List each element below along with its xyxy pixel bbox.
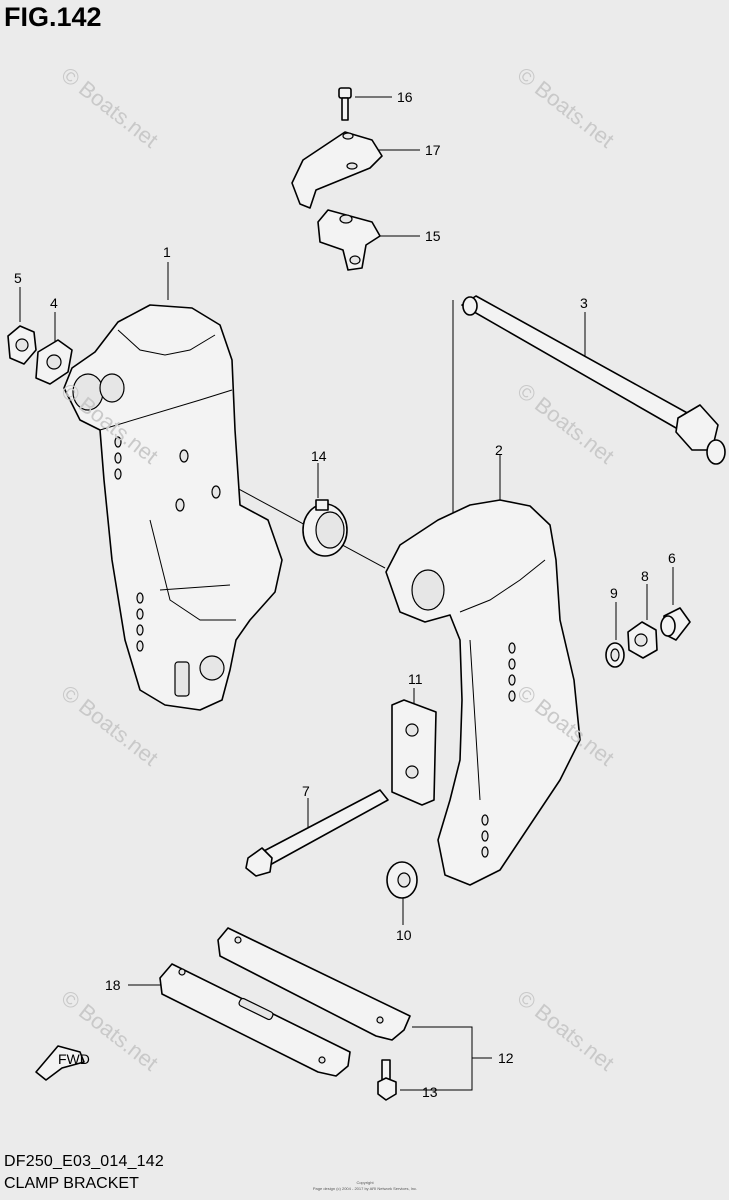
part-12-plates	[217, 927, 411, 1041]
part-7-bolt	[245, 789, 389, 877]
part-3-tilt-pin	[461, 295, 726, 465]
adjust-holes-1	[114, 436, 144, 652]
figure-code: DF250_E03_014_142	[4, 1153, 164, 1170]
callout-1: 1	[163, 244, 171, 260]
callout-5: 5	[14, 270, 22, 286]
figure-name: CLAMP BRACKET	[4, 1175, 139, 1192]
callout-18: 18	[105, 977, 121, 993]
callout-10: 10	[396, 927, 412, 943]
callout-6: 6	[668, 550, 676, 566]
fwd-arrow: FWD	[35, 1045, 90, 1081]
part-13-bolt	[377, 1059, 397, 1101]
callout-2: 2	[495, 442, 503, 458]
callout-14: 14	[311, 448, 327, 464]
callout-4: 4	[50, 295, 58, 311]
part-10-washer	[386, 861, 418, 899]
callout-16: 16	[397, 89, 413, 105]
copyright-line-2: Page design (c) 2004 - 2017 by ARI Netwo…	[312, 1186, 418, 1191]
part-4-washer	[35, 339, 73, 385]
copyright-line-1: Copyright	[356, 1180, 374, 1185]
callout-7: 7	[302, 783, 310, 799]
part-18-plate	[159, 963, 351, 1077]
part-2-clamp-bracket	[385, 499, 581, 886]
part-17-cover	[291, 131, 383, 209]
fwd-label: FWD	[58, 1051, 90, 1067]
part-11-plate	[391, 699, 437, 806]
callout-8: 8	[641, 568, 649, 584]
part-5-nut	[7, 325, 37, 365]
callout-17: 17	[425, 142, 441, 158]
part-9-washer	[605, 642, 625, 668]
callout-3: 3	[580, 295, 588, 311]
part-1-clamp-bracket	[63, 304, 283, 711]
part-6-collar	[660, 607, 691, 641]
part-14-bushing	[302, 499, 348, 557]
callout-11: 11	[408, 671, 423, 687]
callout-13: 13	[422, 1084, 438, 1100]
part-16-bolt	[338, 87, 352, 121]
figure-title: FIG.142	[4, 2, 102, 32]
callout-9: 9	[610, 585, 618, 601]
adjust-holes-2	[481, 642, 516, 858]
callout-12: 12	[498, 1050, 514, 1066]
part-8-nut	[627, 621, 658, 659]
part-15-plate	[317, 209, 381, 271]
callout-15: 15	[425, 228, 441, 244]
